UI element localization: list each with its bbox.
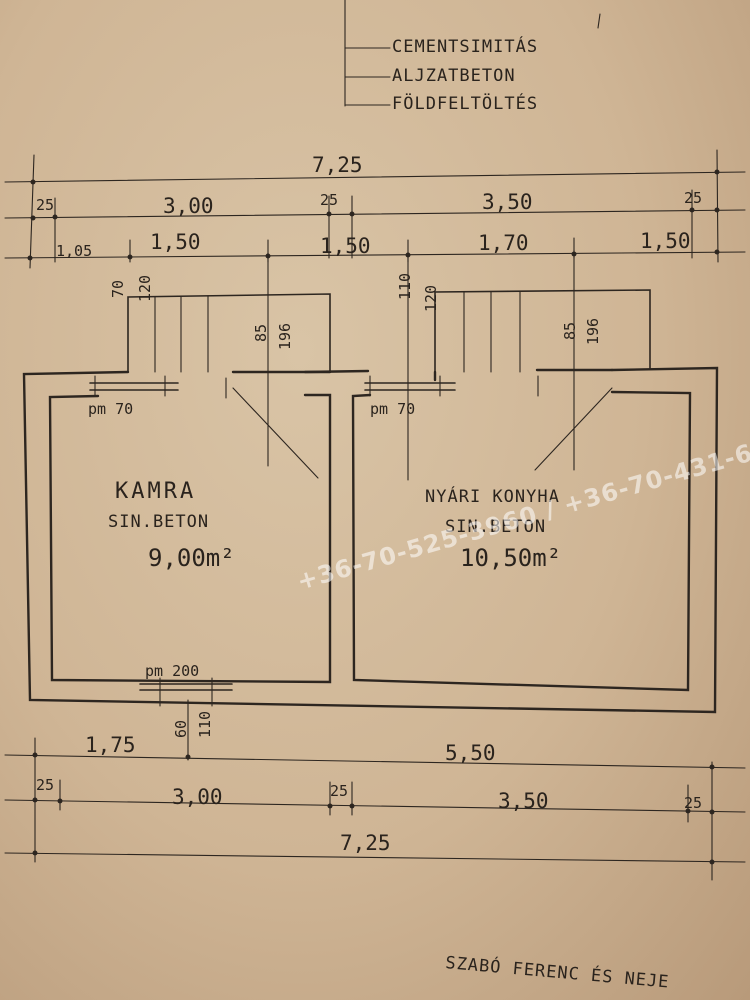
room-name-nyari-konyha: NYÁRI KONYHA: [425, 485, 560, 507]
legend-item-fill: FÖLDFELTÖLTÉS: [392, 92, 538, 114]
bottom-dim-row2-3: 3,50: [498, 789, 549, 813]
legend-item-cement: CEMENTSIMITÁS: [392, 35, 538, 57]
inner-walls: [48, 390, 692, 692]
right-door-label: pm 70: [370, 400, 415, 418]
top-dim-row3-3: 1,70: [478, 231, 529, 255]
right-window-sill: 110: [396, 273, 414, 300]
left-window-sill2: 120: [136, 275, 154, 302]
top-dim-row3-4: 1,50: [640, 229, 691, 253]
bottom-dim-row2-2: 25: [330, 782, 348, 800]
bottom-opening: [139, 677, 233, 761]
right-window-sill2: 120: [422, 285, 440, 312]
right-door: [364, 249, 613, 481]
left-door-label: pm 70: [88, 400, 133, 418]
top-dim-row3-0: 1,05: [56, 242, 92, 260]
legend-item-concrete: ALJZATBETON: [392, 66, 516, 86]
left-door: [89, 252, 319, 479]
top-dim-row2-2: 25: [320, 191, 338, 209]
bottom-dimension-lines: [4, 737, 746, 881]
top-dim-row2-4: 25: [684, 189, 702, 207]
signature-text: SZABÓ FERENC ÉS NEJE: [445, 951, 671, 993]
top-dim-row2-0: 25: [36, 196, 54, 214]
left-window-sill: 70: [109, 280, 127, 298]
room-area-nyari-konyha: 10,50m²: [460, 544, 561, 572]
bottom-dim-row2-1: 3,00: [172, 785, 223, 809]
bottom-opening-label: pm 200: [145, 662, 199, 680]
top-dim-row2-1: 3,00: [163, 194, 214, 218]
top-dim-row2-3: 3,50: [482, 190, 533, 214]
left-window-h2: 196: [276, 323, 294, 350]
room-floor-kamra: SIN.BETON: [108, 512, 209, 532]
top-dim-row3-1: 1,50: [150, 230, 201, 254]
bottom-dim-row1-0: 1,75: [85, 733, 136, 757]
outer-walls: [22, 366, 719, 714]
bottom-dim-row1-1: 5,50: [445, 741, 496, 765]
bottom-dim-row2-4: 25: [684, 794, 702, 812]
bottom-opening-b: 110: [196, 711, 214, 738]
bottom-dim-row2-0: 25: [36, 776, 54, 794]
bottom-total-dimension: 7,25: [340, 831, 391, 855]
left-window-h1: 85: [252, 324, 270, 342]
right-window-h1: 85: [561, 322, 579, 340]
bottom-opening-a: 60: [172, 720, 190, 738]
top-total-dimension: 7,25: [312, 153, 363, 177]
room-area-kamra: 9,00m²: [148, 544, 235, 572]
right-window-h2: 196: [584, 318, 602, 345]
right-window-frame: [434, 289, 651, 373]
room-name-kamra: KAMRA: [115, 479, 196, 504]
room-floor-nyari-konyha: SIN.BETON: [445, 517, 546, 537]
top-dimension-lines: [4, 149, 746, 269]
legend-leader: [344, 0, 601, 107]
left-window-frame: [127, 293, 331, 373]
top-dim-row3-2: 1,50: [320, 234, 371, 258]
